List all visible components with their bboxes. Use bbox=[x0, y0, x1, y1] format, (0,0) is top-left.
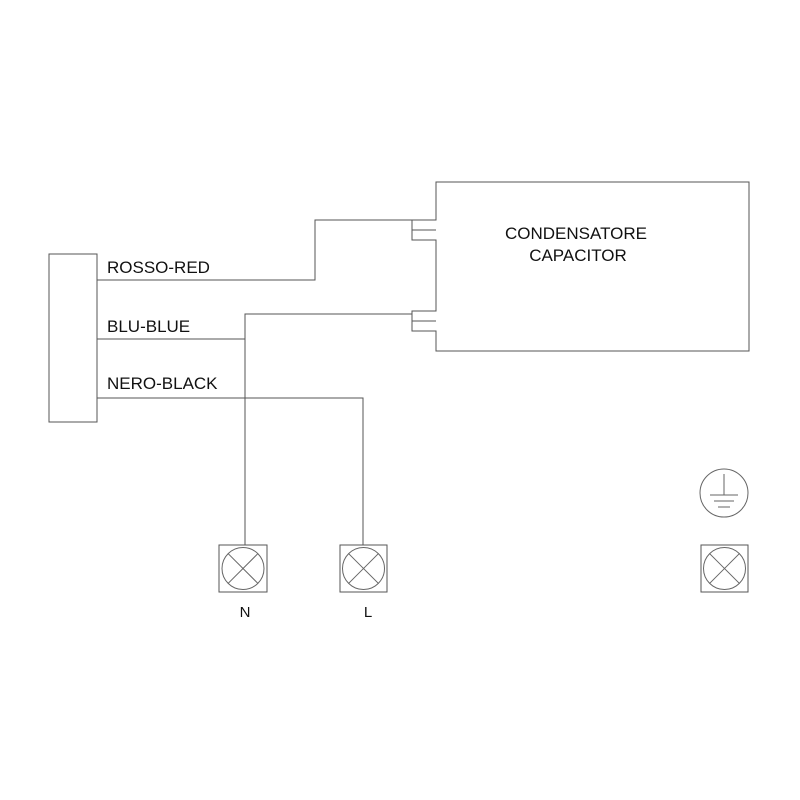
red-wire-label: ROSSO-RED bbox=[107, 258, 210, 277]
terminal-cross-icon bbox=[700, 544, 749, 593]
terminal-cross-icon bbox=[339, 544, 388, 593]
capacitor-label-line2: CAPACITOR bbox=[529, 246, 627, 265]
terminal-cross-icon bbox=[218, 544, 268, 593]
blue-wire-label: BLU-BLUE bbox=[107, 317, 190, 336]
neutral-terminal-label: N bbox=[240, 604, 251, 621]
capacitor-label-line1: CONDENSATORE bbox=[505, 224, 647, 243]
black-wire-label: NERO-BLACK bbox=[107, 374, 218, 393]
capacitor-body bbox=[411, 181, 750, 352]
blue-wire-to-capacitor bbox=[244, 313, 412, 545]
earth-ground-icon bbox=[699, 468, 749, 518]
motor-terminal-block bbox=[48, 253, 98, 423]
line-terminal-label: L bbox=[364, 604, 372, 621]
black-wire bbox=[97, 397, 364, 545]
red-wire bbox=[97, 219, 412, 281]
